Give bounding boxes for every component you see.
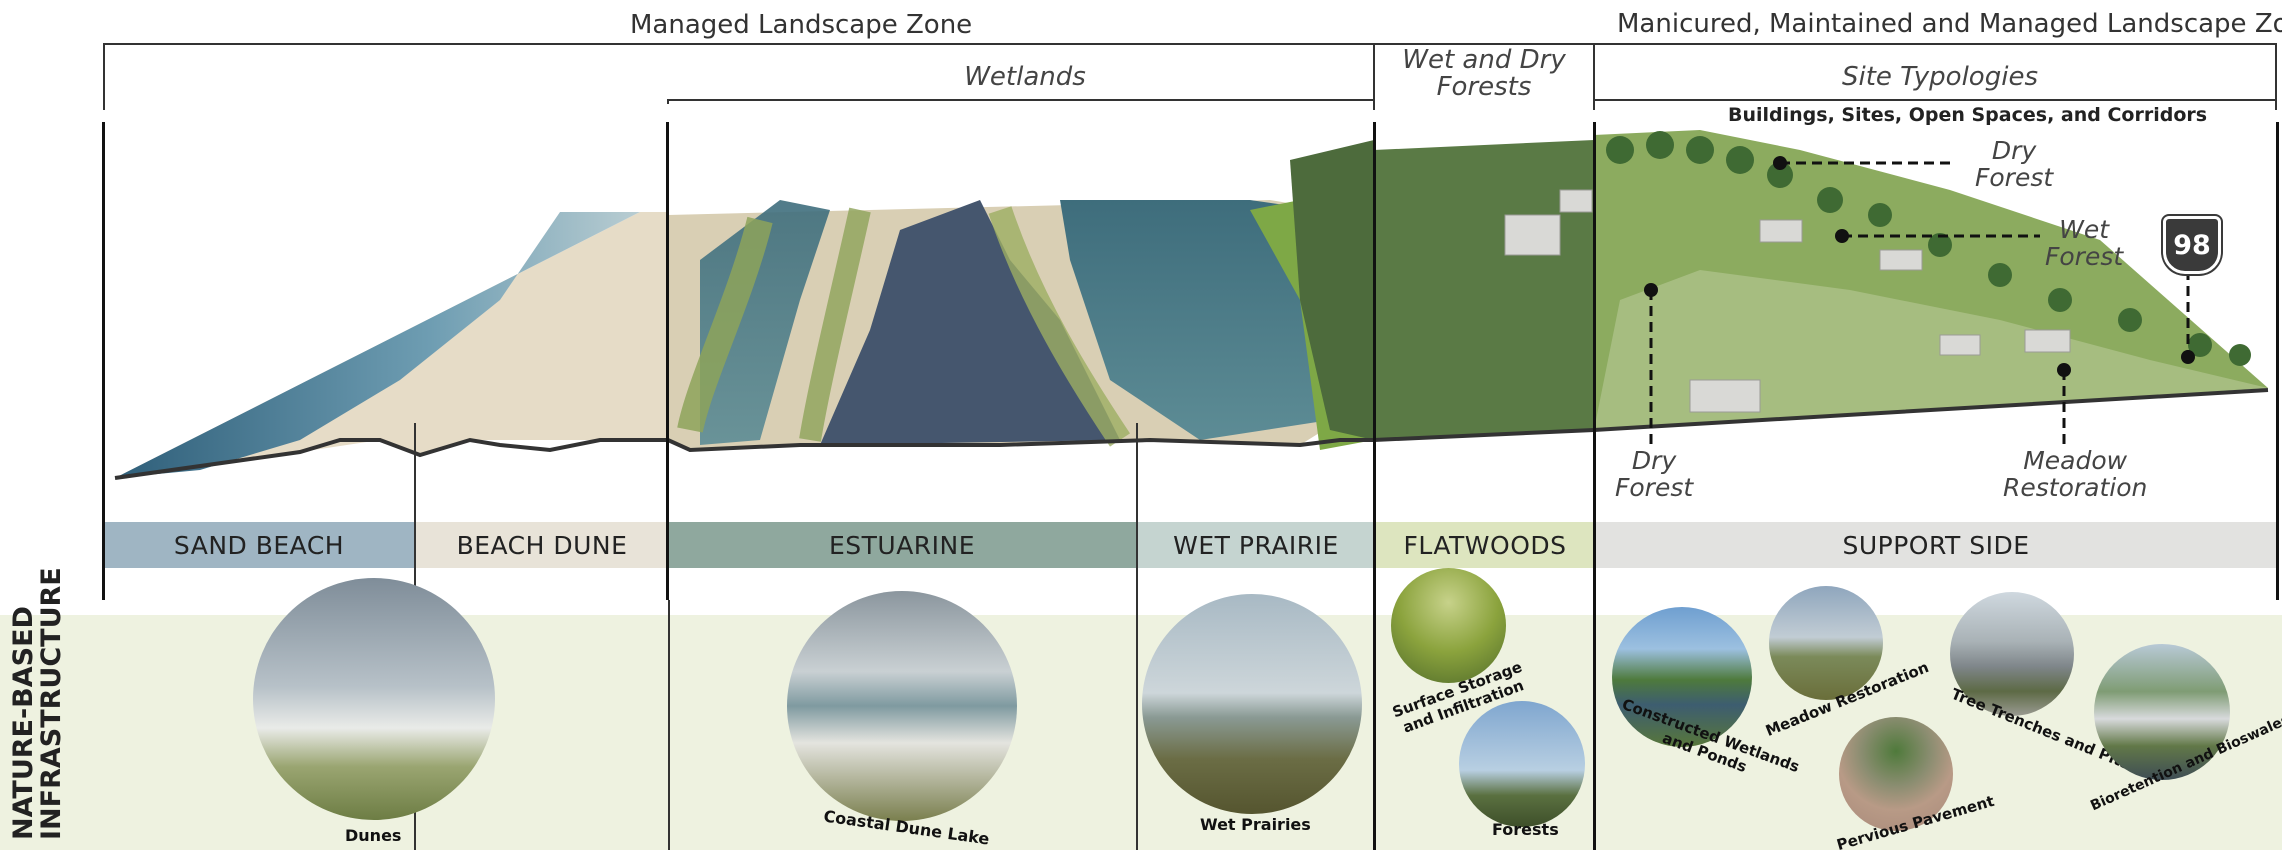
callout-meadow-restoration: Meadow Restoration — [2003, 446, 2148, 502]
band-flatwoods: FLATWOODS — [1376, 522, 1594, 568]
callout-dry-forest-top: Dry Forest — [1975, 136, 2054, 192]
dry-forest-bottom-marker — [1644, 283, 1658, 297]
buildings-subheader: Buildings, Sites, Open Spaces, and Corri… — [1728, 104, 2208, 126]
divider-line — [666, 122, 669, 600]
band-beach-dune: BEACH DUNE — [416, 522, 668, 568]
managed-zone-header: Managed Landscape Zone — [630, 10, 973, 40]
header-brackets — [103, 43, 2277, 110]
band-support-side: SUPPORT SIDE — [1596, 522, 2276, 568]
divider-line — [102, 122, 105, 600]
photo-forests — [1459, 701, 1585, 827]
site-typologies-header: Site Typologies — [1841, 62, 2038, 92]
divider-line — [2276, 122, 2279, 600]
divider-line — [668, 600, 670, 850]
band-sand-beach: SAND BEACH — [104, 522, 414, 568]
band-wet-prairie: WET PRAIRIE — [1138, 522, 1374, 568]
photo-wet-prairies — [1142, 594, 1362, 814]
wetlands-header: Wetlands — [964, 62, 1086, 92]
callout-dry-forest-bottom: Dry Forest — [1615, 446, 1694, 502]
photo-constructed-wetlands — [1612, 607, 1752, 747]
meadow-restoration-marker — [2057, 363, 2071, 377]
nature-based-infrastructure-label: NATURE-BASED INFRASTRUCTURE — [8, 567, 68, 840]
divider-line — [1136, 423, 1138, 850]
caption-wet-prairies: Wet Prairies — [1200, 815, 1311, 834]
caption-forests: Forests — [1492, 820, 1559, 839]
callout-leaders — [1644, 156, 2195, 450]
photo-tree-trenches — [1950, 592, 2074, 716]
caption-dunes: Dunes — [345, 826, 402, 845]
dry-forest-top-marker — [1773, 156, 1787, 170]
photo-meadow-restoration — [1769, 586, 1883, 700]
photo-surface-storage — [1391, 568, 1506, 683]
manicured-zone-header: Manicured, Maintained and Managed Landsc… — [1617, 9, 2282, 39]
highway-98-shield-icon: 98 — [2163, 216, 2221, 274]
wet-dry-forests-header: Wet and Dry Forests — [1402, 45, 1566, 103]
callout-wet-forest: Wet Forest — [2045, 215, 2124, 271]
divider-line — [1373, 122, 1376, 850]
photo-coastal-dune-lake — [787, 591, 1017, 821]
photo-dunes — [253, 578, 495, 820]
divider-line — [1593, 122, 1596, 850]
band-estuarine: ESTUARINE — [668, 522, 1136, 568]
photo-bioretention — [2094, 644, 2230, 780]
wet-forest-marker — [1835, 229, 1849, 243]
photo-pervious-pavement — [1839, 717, 1953, 831]
highway-marker — [2181, 350, 2195, 364]
